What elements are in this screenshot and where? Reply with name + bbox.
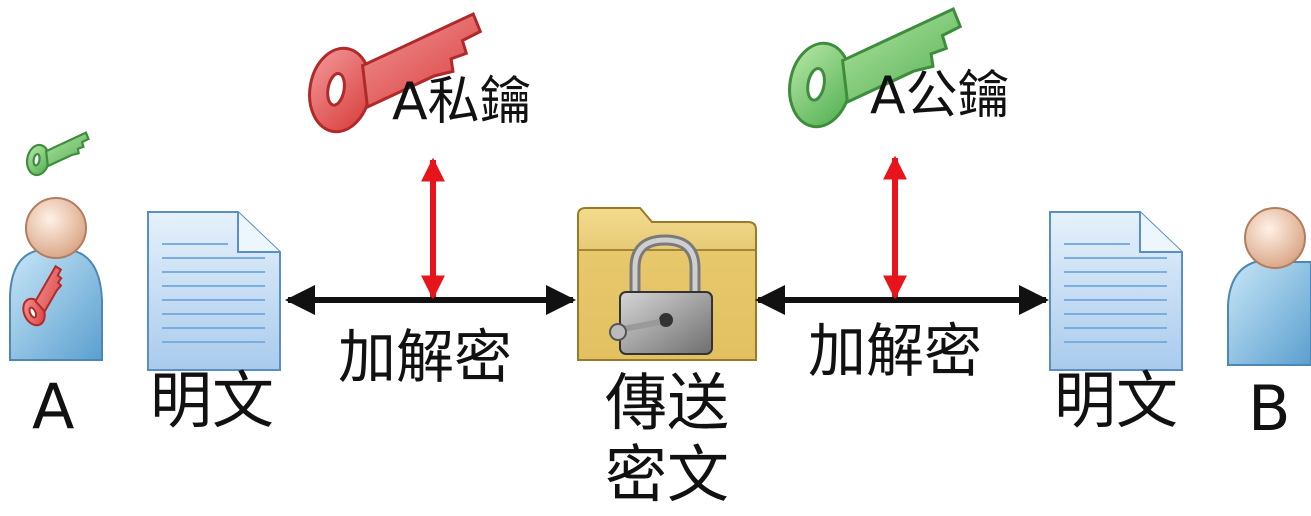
crypt-left-label: 加解密 <box>338 323 513 391</box>
plaintext-left-label: 明文 <box>150 364 275 437</box>
transmit-label-line2: 密文 <box>605 438 730 511</box>
document-right-icon <box>1049 211 1183 371</box>
locked-folder-icon <box>577 207 757 361</box>
private-key-icon <box>301 0 485 156</box>
party-b-label: B <box>1248 372 1291 445</box>
person-b-icon <box>1227 207 1311 366</box>
small-green-key-icon <box>23 122 91 184</box>
person-a-icon <box>9 197 103 361</box>
padlock-icon <box>609 234 713 355</box>
public-key-icon <box>781 0 965 151</box>
plaintext-right-label: 明文 <box>1054 364 1179 437</box>
party-a-label: A <box>32 370 75 443</box>
transmit-label-line1: 傳送 <box>605 366 730 439</box>
private-key-label: A私鑰 <box>392 72 532 132</box>
document-left-icon <box>147 211 281 371</box>
public-key-label: A公鑰 <box>870 66 1010 126</box>
crypt-right-label: 加解密 <box>808 317 983 385</box>
